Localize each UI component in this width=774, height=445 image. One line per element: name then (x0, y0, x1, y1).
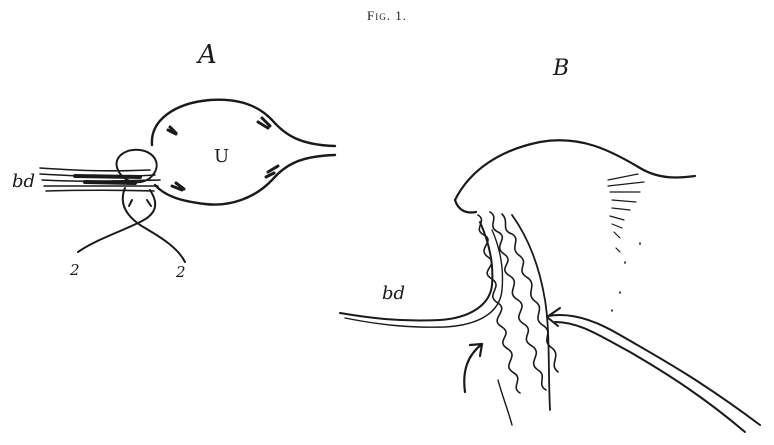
wall-dots (612, 243, 640, 311)
limb-label-right: 2 (176, 263, 186, 281)
left-limb (78, 190, 155, 252)
duct-label-a: bd (12, 171, 35, 192)
limb-tick (129, 200, 151, 206)
panel-a-drawing (40, 100, 335, 262)
panel-a-label: A (198, 40, 217, 70)
left-arrow (464, 344, 482, 392)
organ-label-u: U (214, 146, 229, 167)
duct-label-b: bd (382, 283, 405, 304)
dome-outline (455, 140, 695, 200)
panel-b-label: B (553, 56, 569, 81)
duct-b (340, 222, 492, 321)
duct-b-inner (345, 230, 503, 327)
stalk-edge-left (498, 380, 512, 425)
wall-hatching (608, 174, 644, 252)
probe (548, 315, 760, 432)
dome-lip (455, 200, 476, 213)
duct-bundle (40, 168, 160, 191)
probe-head (547, 308, 560, 326)
limb-label-left: 2 (70, 261, 80, 279)
